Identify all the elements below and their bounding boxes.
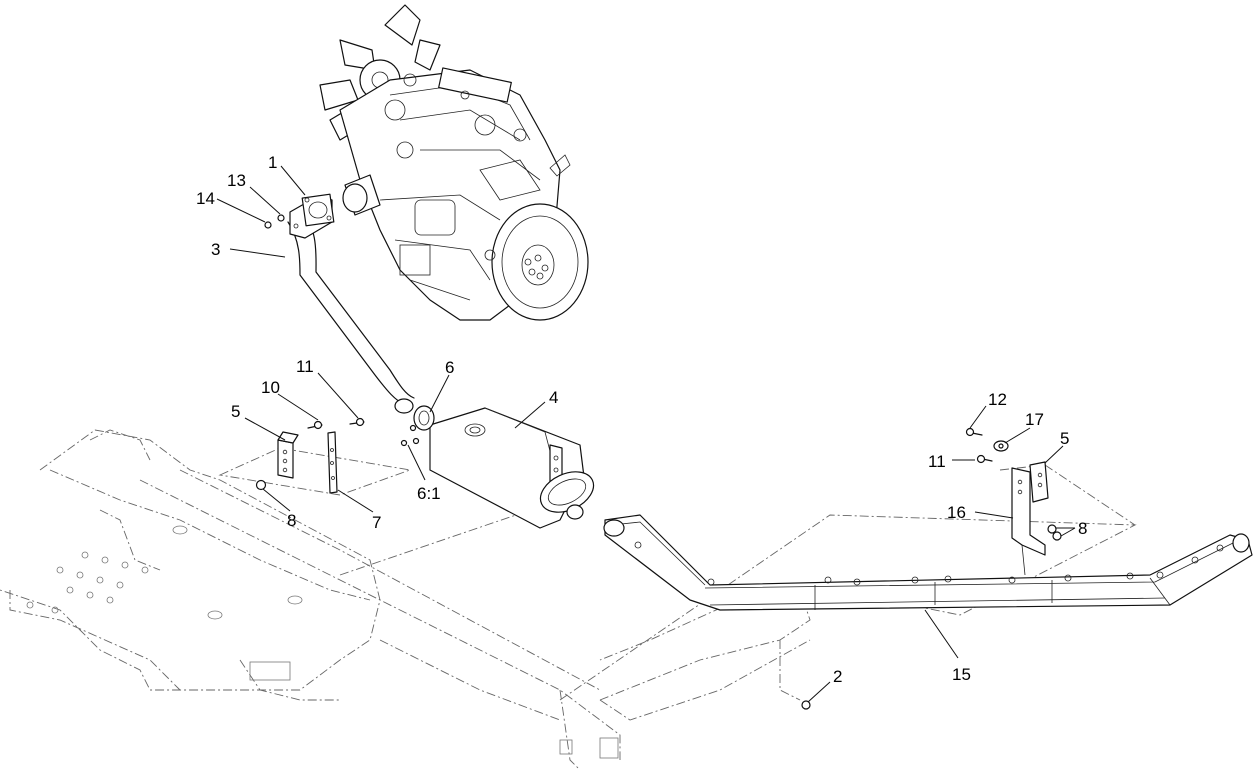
bolt-14 (264, 214, 285, 229)
right-hanger-16 (1011, 461, 1049, 576)
callout-10: 10 (261, 378, 280, 397)
frame-phantom (0, 429, 811, 771)
fasteners-left (255, 417, 365, 491)
leader-lines (216, 165, 1076, 703)
tailpipe-heat-shield (603, 514, 1253, 611)
callout-11-left: 11 (296, 357, 314, 376)
exhaust-pipe (287, 211, 415, 414)
callout-1: 1 (268, 153, 277, 172)
callout-8-left: 8 (287, 511, 296, 530)
fasteners-right (801, 427, 1062, 710)
callout-16: 16 (947, 503, 966, 522)
callout-2: 2 (833, 667, 842, 686)
strap-7 (327, 431, 338, 494)
frame-holes (26, 525, 619, 759)
callout-17: 17 (1025, 410, 1044, 429)
callout-14: 14 (196, 189, 215, 208)
left-bracket-5 (277, 431, 299, 479)
callout-13: 13 (227, 171, 246, 190)
engine (319, 4, 589, 321)
callout-6-1: 6:1 (417, 484, 441, 503)
callout-12: 12 (988, 390, 1007, 409)
callout-7: 7 (372, 513, 381, 532)
callout-6: 6 (445, 358, 454, 377)
muffler (400, 405, 595, 529)
callout-labels: 1 2 3 4 5 5 6 6:1 7 8 8 10 11 11 12 13 1… (196, 153, 1087, 686)
callout-3: 3 (211, 240, 220, 259)
callout-4: 4 (549, 388, 558, 407)
callout-5-right: 5 (1060, 429, 1069, 448)
callout-15: 15 (952, 665, 971, 684)
flange-gasket (289, 193, 335, 239)
callout-5-left: 5 (231, 402, 240, 421)
callout-11-right: 11 (928, 452, 946, 471)
callout-8-right: 8 (1078, 519, 1087, 538)
